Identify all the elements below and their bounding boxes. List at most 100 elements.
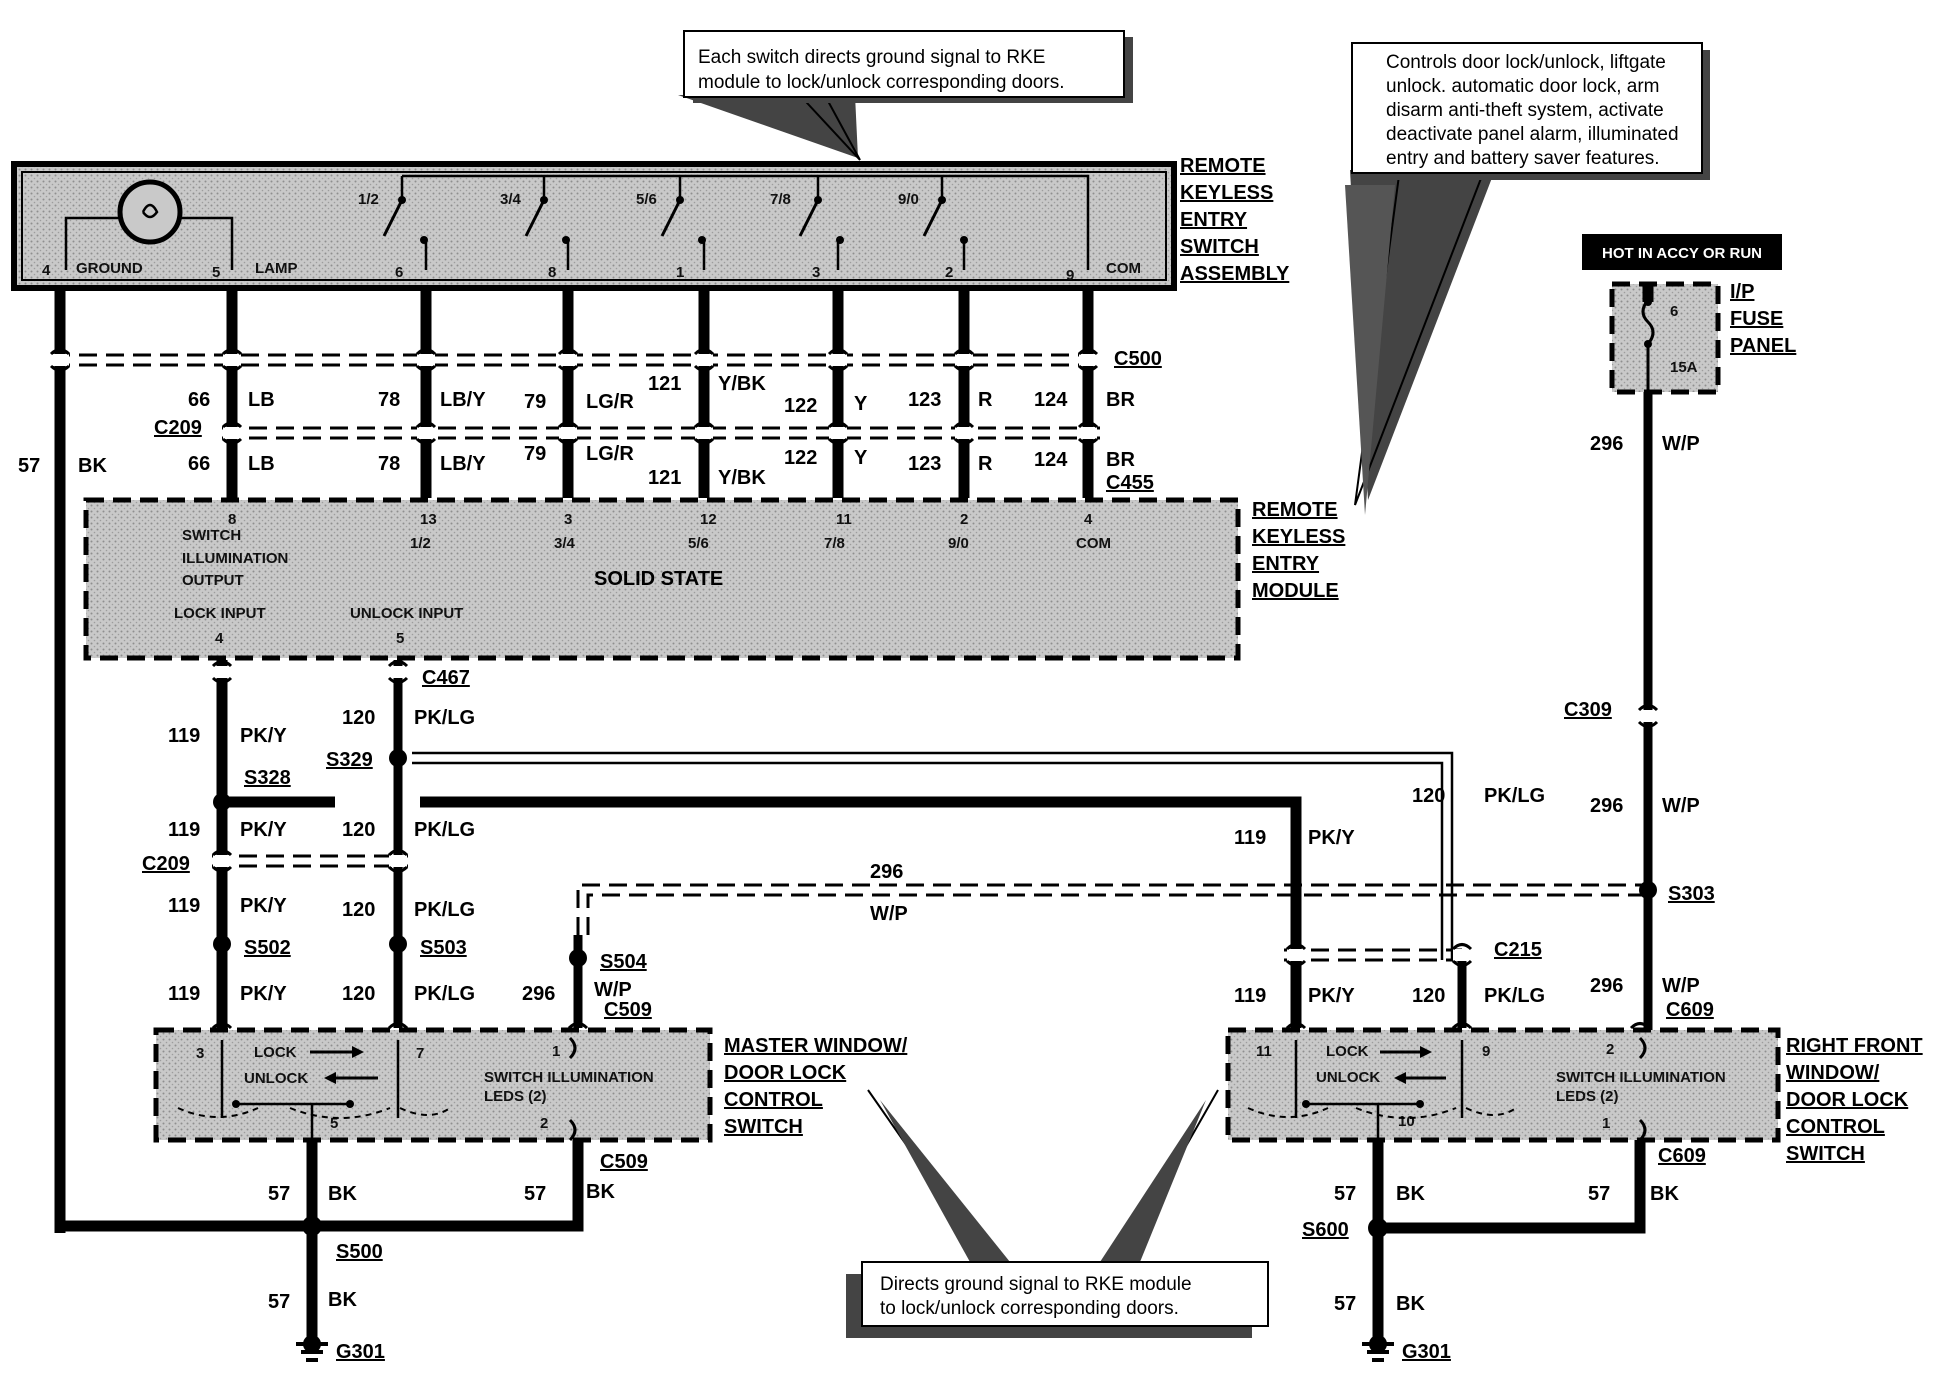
c209-upper-break-3-gap bbox=[695, 427, 713, 439]
lower-break-1-arc-top bbox=[387, 660, 409, 668]
lower-break-4-arc-bottom bbox=[1637, 720, 1659, 728]
c209-upper-break-5-arc-bottom bbox=[953, 437, 975, 445]
svg-text:LOCK INPUT: LOCK INPUT bbox=[174, 605, 266, 622]
svg-text:BK: BK bbox=[328, 1289, 357, 1311]
svg-text:57: 57 bbox=[1588, 1183, 1610, 1205]
lower-break-0-arc-bottom bbox=[211, 676, 233, 684]
svg-text:MASTER WINDOW/: MASTER WINDOW/ bbox=[724, 1035, 908, 1057]
lower-break-9-arc-top bbox=[567, 1022, 589, 1030]
svg-text:1: 1 bbox=[1602, 1115, 1610, 1132]
svg-text:SWITCH: SWITCH bbox=[182, 527, 241, 544]
c209-upper-break-0-arc-bottom bbox=[221, 437, 243, 445]
svg-text:11: 11 bbox=[1256, 1043, 1272, 1060]
upper-wire-labels: C500 66 LB 78 LB/Y 79 LG/R 121 Y/BK 122 … bbox=[18, 348, 1162, 494]
svg-text:W/P: W/P bbox=[1662, 433, 1700, 455]
bottom-callout-line-2: to lock/unlock corresponding doors. bbox=[880, 1298, 1179, 1319]
svg-text:DOOR LOCK: DOOR LOCK bbox=[724, 1062, 847, 1084]
svg-text:79: 79 bbox=[524, 391, 546, 413]
c500-break-1-arc-bottom bbox=[221, 364, 243, 372]
right-callout-line-1: Controls door lock/unlock, liftgate bbox=[1386, 52, 1666, 73]
svg-text:7/8: 7/8 bbox=[824, 535, 845, 552]
s329-dot bbox=[389, 749, 407, 767]
svg-text:LEDS (2): LEDS (2) bbox=[484, 1088, 547, 1105]
svg-text:119: 119 bbox=[168, 725, 200, 747]
svg-text:78: 78 bbox=[378, 453, 400, 475]
c500-break-1-gap bbox=[223, 354, 241, 366]
svg-text:123: 123 bbox=[908, 389, 941, 411]
rke-module: 8 13 3 12 11 2 4 1/2 3/4 5/6 7/8 9/0 COM… bbox=[83, 497, 1241, 661]
switch-contacts bbox=[382, 176, 968, 270]
c500-break-2-gap bbox=[417, 354, 435, 366]
svg-text:123: 123 bbox=[908, 453, 941, 475]
c500-break-2-arc-top bbox=[415, 348, 437, 356]
switch-pin-6: 6 bbox=[395, 264, 403, 281]
switch-contact-blade-1 bbox=[524, 199, 546, 237]
c209-upper-break-2-arc-top bbox=[557, 421, 579, 429]
svg-text:7: 7 bbox=[416, 1045, 424, 1062]
c209-upper-break-4-arc-top bbox=[827, 421, 849, 429]
svg-text:124: 124 bbox=[1034, 389, 1068, 411]
svg-text:296: 296 bbox=[870, 861, 903, 883]
lower-break-12-arc-top bbox=[1629, 1022, 1651, 1030]
svg-text:C467: C467 bbox=[422, 667, 470, 689]
svg-text:6: 6 bbox=[1670, 303, 1678, 320]
switch-contact-lead-0 bbox=[424, 238, 428, 270]
svg-text:BR: BR bbox=[1106, 389, 1135, 411]
svg-text:PK/LG: PK/LG bbox=[414, 899, 475, 921]
switch-contact-blade-4 bbox=[922, 199, 944, 237]
svg-text:119: 119 bbox=[1234, 985, 1266, 1007]
lower-break-11-arc-top bbox=[1451, 1022, 1473, 1030]
svg-text:PK/LG: PK/LG bbox=[414, 707, 475, 729]
svg-text:PK/LG: PK/LG bbox=[1484, 985, 1545, 1007]
svg-text:296: 296 bbox=[1590, 975, 1623, 997]
svg-text:DOOR LOCK: DOOR LOCK bbox=[1786, 1089, 1909, 1111]
c500-break-4-gap bbox=[695, 354, 713, 366]
svg-text:10: 10 bbox=[1398, 1113, 1415, 1130]
svg-text:120: 120 bbox=[342, 899, 375, 921]
svg-text:C609: C609 bbox=[1666, 999, 1714, 1021]
svg-text:PK/Y: PK/Y bbox=[240, 895, 287, 917]
svg-text:UNLOCK: UNLOCK bbox=[1316, 1069, 1380, 1086]
svg-text:LB/Y: LB/Y bbox=[440, 453, 486, 475]
c500-label: C500 bbox=[1114, 348, 1162, 370]
svg-text:296: 296 bbox=[522, 983, 555, 1005]
fuse-panel-label: I/P FUSE PANEL bbox=[1730, 281, 1796, 357]
right-callout-line-4: deactivate panel alarm, illuminated bbox=[1386, 124, 1679, 145]
c209-upper-break-4-arc-bottom bbox=[827, 437, 849, 445]
c500-break-4-arc-top bbox=[693, 348, 715, 356]
pos-1-2: 1/2 bbox=[358, 191, 379, 208]
svg-text:3: 3 bbox=[564, 511, 572, 528]
lower-break-10-arc-top bbox=[1285, 1022, 1307, 1030]
svg-text:OUTPUT: OUTPUT bbox=[182, 572, 244, 589]
pos-3-4: 3/4 bbox=[500, 191, 522, 208]
svg-text:C509: C509 bbox=[600, 1151, 648, 1173]
svg-text:LEDS (2): LEDS (2) bbox=[1556, 1088, 1619, 1105]
svg-text:BK: BK bbox=[328, 1183, 357, 1205]
svg-text:57: 57 bbox=[524, 1183, 546, 1205]
svg-text:UNLOCK INPUT: UNLOCK INPUT bbox=[350, 605, 463, 622]
svg-text:11: 11 bbox=[836, 511, 852, 528]
svg-text:PK/Y: PK/Y bbox=[1308, 985, 1355, 1007]
c500-break-2-arc-bottom bbox=[415, 364, 437, 372]
lamp-label: LAMP bbox=[255, 260, 298, 277]
c209-upper-break-1-arc-bottom bbox=[415, 437, 437, 445]
svg-text:5: 5 bbox=[330, 1115, 338, 1132]
s503-dot bbox=[389, 935, 407, 953]
com-label: COM bbox=[1106, 260, 1141, 277]
c455-label: C455 bbox=[1106, 472, 1154, 494]
svg-text:119: 119 bbox=[168, 983, 200, 1005]
svg-text:SWITCH ILLUMINATION: SWITCH ILLUMINATION bbox=[484, 1069, 654, 1086]
c500-break-5-arc-bottom bbox=[827, 364, 849, 372]
svg-text:ENTRY: ENTRY bbox=[1180, 209, 1248, 231]
switch-pin-2: 2 bbox=[945, 264, 953, 281]
lower-break-8-arc-top bbox=[387, 1022, 409, 1030]
ground-labels: 57 BK 57 BK C509 S500 57 BK G301 57 BK 5… bbox=[268, 1145, 1706, 1363]
svg-text:W/P: W/P bbox=[1662, 795, 1700, 817]
c500-break-0-gap bbox=[51, 354, 69, 366]
rf-switch-label: RIGHT FRONT WINDOW/ DOOR LOCK CONTROL SW… bbox=[1786, 1035, 1923, 1165]
lower-break-0-gap bbox=[213, 666, 231, 678]
c500-break-7-arc-bottom bbox=[1077, 364, 1099, 372]
lower-break-2-arc-top bbox=[211, 849, 233, 857]
svg-text:SWITCH ILLUMINATION: SWITCH ILLUMINATION bbox=[1556, 1069, 1726, 1086]
rf-window-switch: 11 9 10 2 1 LOCK UNLOCK SWITCH ILLUMINAT… bbox=[1225, 1027, 1781, 1143]
